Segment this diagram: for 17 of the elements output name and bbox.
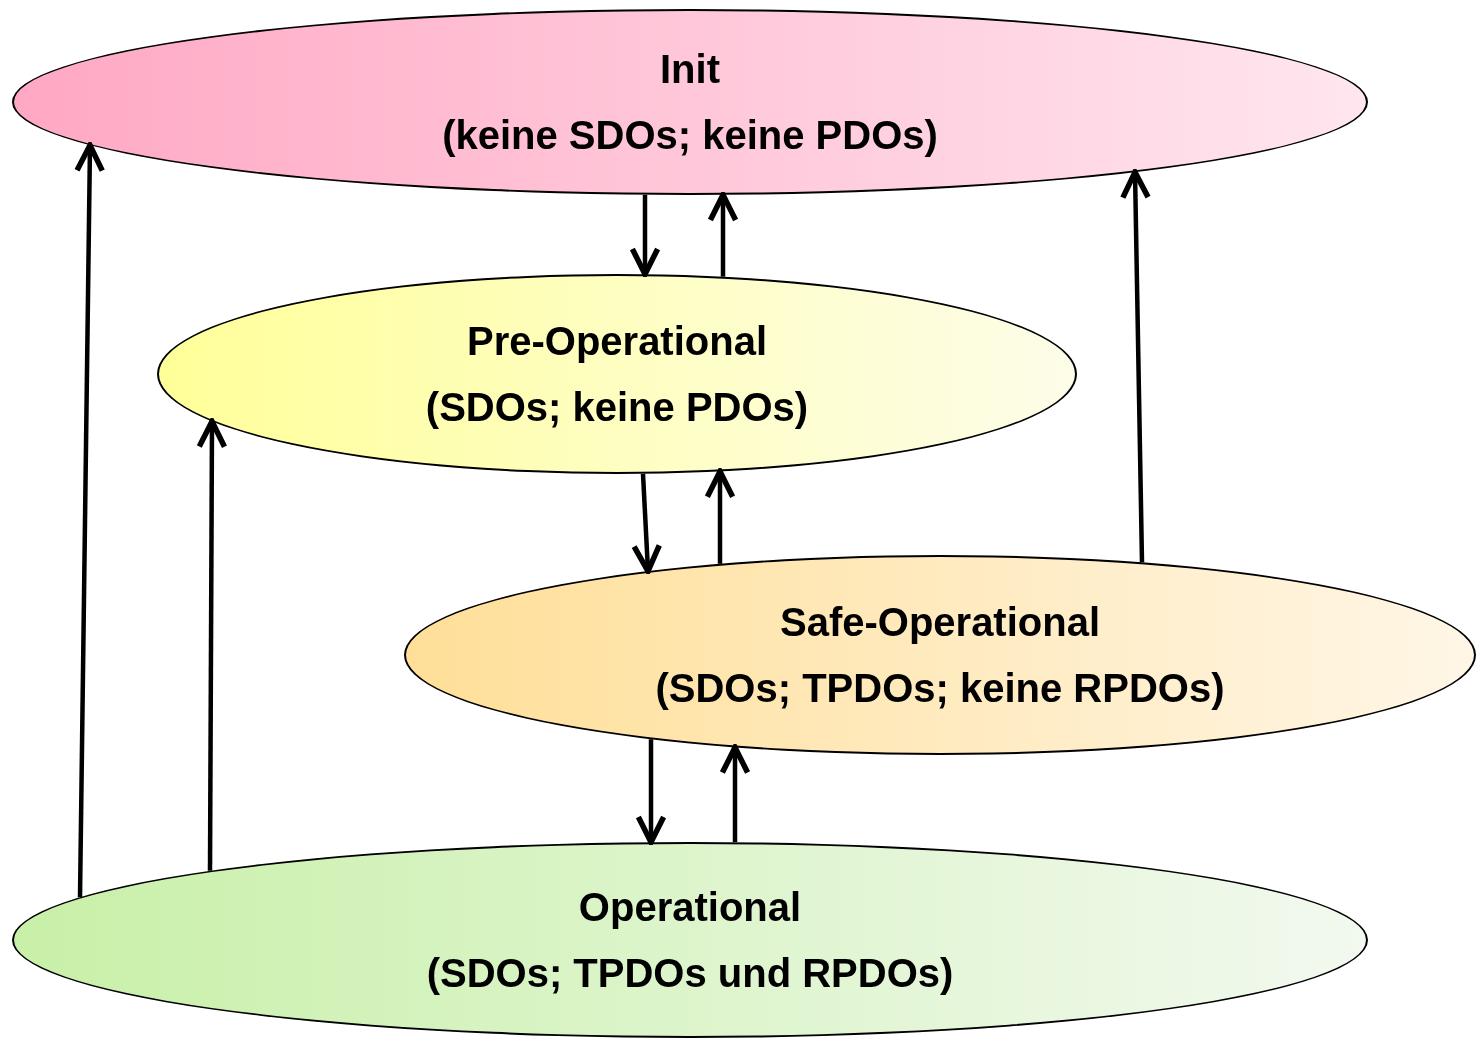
arrow (631, 473, 663, 574)
arrow (707, 192, 739, 277)
arrow (629, 194, 661, 277)
arrow (719, 744, 751, 843)
arrow (704, 468, 736, 564)
arrow (196, 418, 228, 871)
state-name: Init (660, 46, 720, 93)
arrow (635, 739, 667, 845)
state-description: (keine SDOs; keine PDOs) (442, 112, 938, 159)
state-description: (SDOs; TPDOs und RPDOs) (426, 950, 954, 997)
state-name: Pre-Operational (466, 318, 768, 365)
state-description: (SDOs; keine PDOs) (425, 384, 809, 431)
state-name: Operational (578, 884, 802, 931)
arrow (74, 142, 105, 898)
arrow (1120, 169, 1151, 563)
state-name: Safe-Operational (779, 599, 1101, 646)
state-description: (SDOs; TPDOs; keine RPDOs) (655, 665, 1225, 712)
